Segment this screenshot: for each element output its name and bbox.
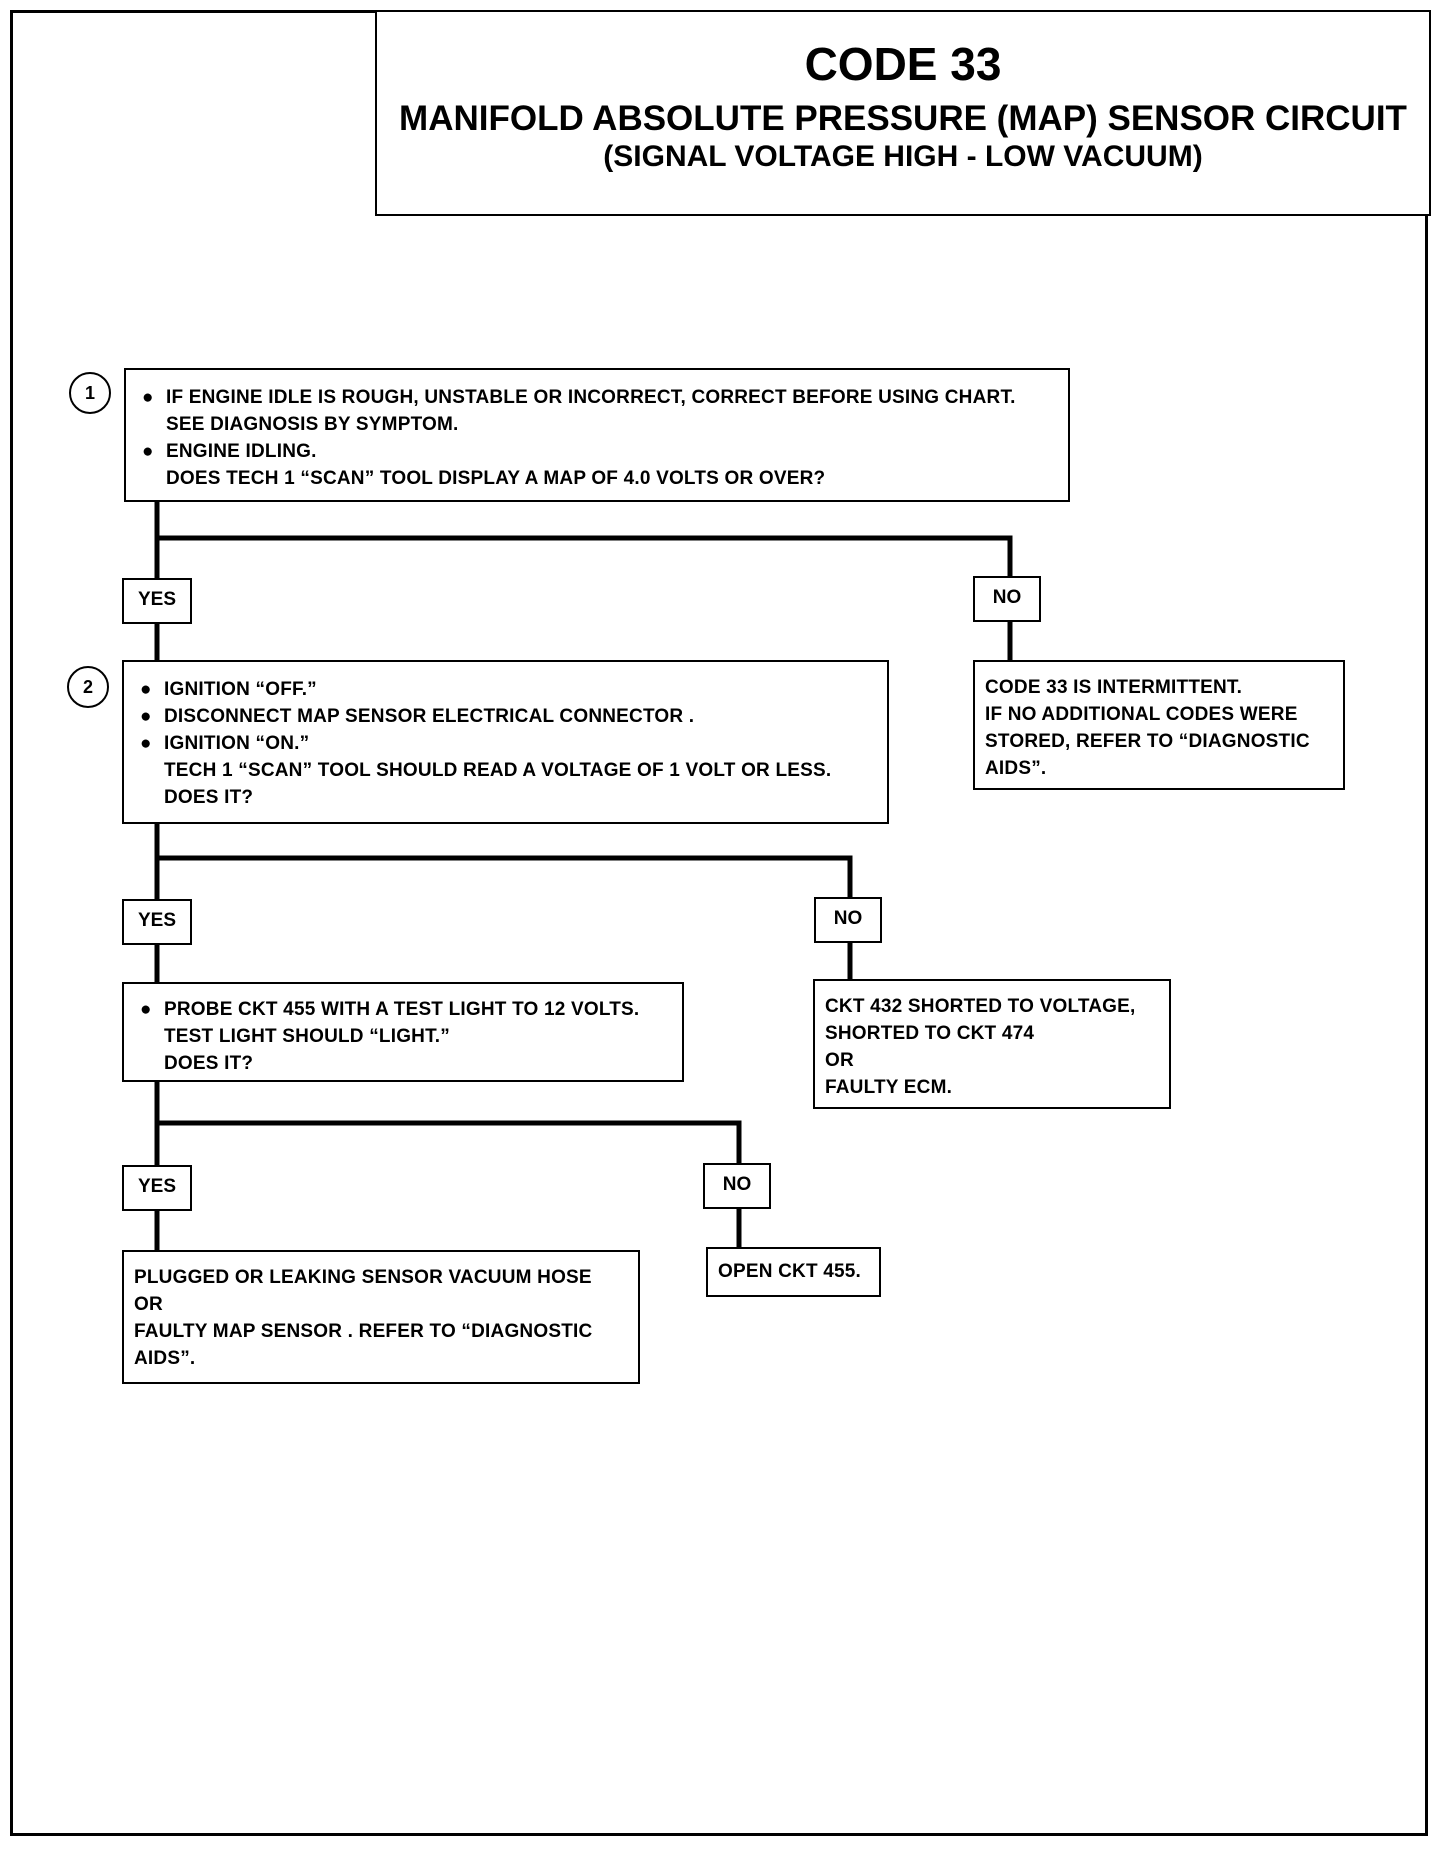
- bullet-icon: ●: [140, 999, 152, 1020]
- step-2-marker: 2: [67, 666, 109, 708]
- chart-title: MANIFOLD ABSOLUTE PRESSURE (MAP) SENSOR …: [399, 99, 1407, 138]
- yes-label-2: YES: [122, 899, 192, 945]
- list-item: DOES TECH 1 “SCAN” TOOL DISPLAY A MAP OF…: [166, 468, 826, 489]
- question-box-3: ●PROBE CKT 455 WITH A TEST LIGHT TO 12 V…: [122, 982, 684, 1082]
- result-open-ckt455: OPEN CKT 455.: [706, 1247, 881, 1297]
- bullet-icon: ●: [142, 387, 154, 408]
- list-item: DOES IT?: [164, 1053, 254, 1074]
- bullet-icon: ●: [142, 441, 154, 462]
- result-intermittent: CODE 33 IS INTERMITTENT. IF NO ADDITIONA…: [973, 660, 1345, 790]
- list-item: SEE DIAGNOSIS BY SYMPTOM.: [166, 414, 459, 435]
- chart-subtitle: (SIGNAL VOLTAGE HIGH - LOW VACUUM): [603, 140, 1203, 173]
- list-item: TECH 1 “SCAN” TOOL SHOULD READ A VOLTAGE…: [164, 760, 832, 781]
- yes-label-3: YES: [122, 1165, 192, 1211]
- title-box: CODE 33 MANIFOLD ABSOLUTE PRESSURE (MAP)…: [375, 10, 1431, 216]
- yes-label-1: YES: [122, 578, 192, 624]
- bullet-icon: ●: [140, 679, 152, 700]
- step-1-marker: 1: [69, 372, 111, 414]
- result-ckt432: CKT 432 SHORTED TO VOLTAGE, SHORTED TO C…: [813, 979, 1171, 1109]
- result-sensor: PLUGGED OR LEAKING SENSOR VACUUM HOSE OR…: [122, 1250, 640, 1384]
- connector-step2: [154, 824, 853, 899]
- connector-step3: [154, 1082, 742, 1165]
- connector-step1: [154, 502, 1013, 578]
- list-item: ●PROBE CKT 455 WITH A TEST LIGHT TO 12 V…: [132, 996, 674, 1023]
- no-label-3: NO: [703, 1163, 771, 1209]
- question-box-1: ●IF ENGINE IDLE IS ROUGH, UNSTABLE OR IN…: [124, 368, 1070, 502]
- no-label-2: NO: [814, 897, 882, 943]
- list-item: ●IGNITION “OFF.”: [132, 676, 879, 703]
- list-item: ●IF ENGINE IDLE IS ROUGH, UNSTABLE OR IN…: [134, 384, 1060, 411]
- bullet-icon: ●: [140, 733, 152, 754]
- list-item: TEST LIGHT SHOULD “LIGHT.”: [164, 1026, 450, 1047]
- bullet-icon: ●: [140, 706, 152, 727]
- no-label-1: NO: [973, 576, 1041, 622]
- list-item: ●IGNITION “ON.”: [132, 730, 879, 757]
- code-title: CODE 33: [804, 38, 1002, 90]
- list-item: ●ENGINE IDLING.: [134, 438, 1060, 465]
- question-box-2: ●IGNITION “OFF.” ●DISCONNECT MAP SENSOR …: [122, 660, 889, 824]
- list-item: ●DISCONNECT MAP SENSOR ELECTRICAL CONNEC…: [132, 703, 879, 730]
- list-item: DOES IT?: [164, 787, 254, 808]
